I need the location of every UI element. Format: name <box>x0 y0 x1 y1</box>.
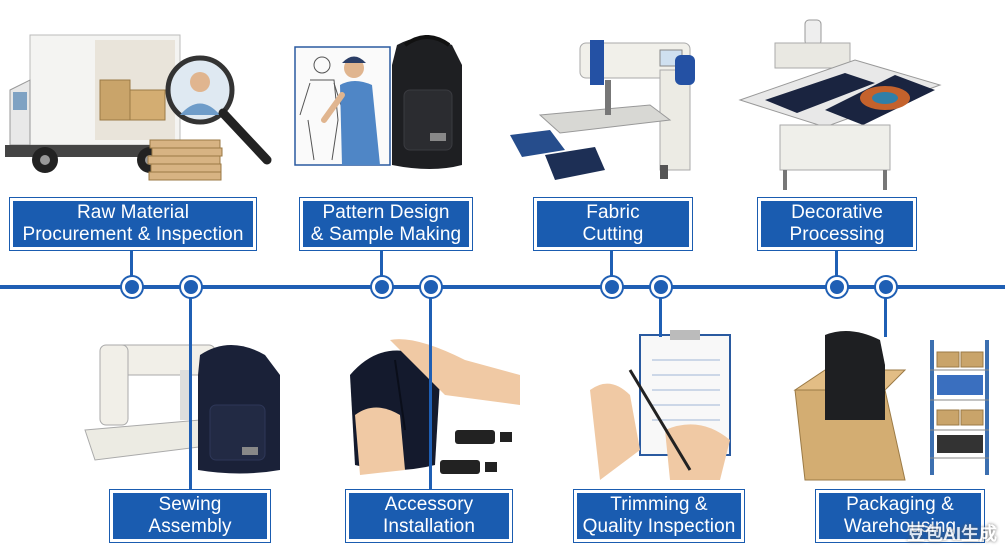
timeline-node <box>421 277 441 297</box>
step-label-line2: Quality Inspection <box>582 516 736 537</box>
timeline-node <box>602 277 622 297</box>
timeline-node <box>651 277 671 297</box>
connector-top-2 <box>380 246 383 284</box>
step-label-line1: Sewing <box>158 494 222 515</box>
truck-inspection-illustration <box>5 34 272 181</box>
step-label-line1: Accessory <box>384 494 474 515</box>
step-label-pattern-design: Pattern Design & Sample Making <box>300 198 472 250</box>
connector-bottom-2 <box>429 292 432 492</box>
accessory-installation-illustration <box>350 339 520 475</box>
pattern-design-illustration <box>294 35 462 169</box>
step-label-packaging-warehousing: Packaging & Warehousing <box>816 490 984 542</box>
connector-top-3 <box>610 246 613 284</box>
connector-bottom-4 <box>884 292 887 337</box>
timeline-node <box>372 277 392 297</box>
connector-top-1 <box>130 246 133 284</box>
process-timeline <box>0 285 1005 289</box>
step-label-line2: Processing <box>789 224 885 245</box>
quality-inspection-illustration <box>590 330 731 480</box>
step-label-fabric-cutting: Fabric Cutting <box>534 198 692 250</box>
timeline-node <box>876 277 896 297</box>
step-label-line1: Trimming & <box>610 494 708 515</box>
step-label-trimming-quality: Trimming & Quality Inspection <box>574 490 744 542</box>
step-label-line2: Warehousing <box>843 516 957 537</box>
timeline-node <box>827 277 847 297</box>
sewing-assembly-illustration <box>84 344 280 474</box>
step-label-sewing-assembly: Sewing Assembly <box>110 490 270 542</box>
connector-bottom-3 <box>659 292 662 337</box>
step-label-accessory-installation: Accessory Installation <box>346 490 512 542</box>
ai-watermark: 豆包AI生成 <box>907 524 997 544</box>
connector-top-4 <box>835 246 838 284</box>
step-label-line1: Raw Material <box>76 202 190 223</box>
timeline-node <box>122 277 142 297</box>
step-label-line1: Packaging & <box>846 494 954 515</box>
fabric-cutting-illustration <box>510 40 695 180</box>
step-label-line2: Installation <box>382 516 476 537</box>
step-label-line1: Fabric <box>586 202 640 223</box>
step-label-line1: Pattern Design <box>322 202 450 223</box>
step-label-line1: Decorative <box>791 202 883 223</box>
connector-bottom-1 <box>189 292 192 492</box>
timeline-node <box>181 277 201 297</box>
step-label-raw-material: Raw Material Procurement & Inspection <box>10 198 256 250</box>
decorative-processing-illustration <box>738 19 942 190</box>
step-label-line2: Procurement & Inspection <box>22 224 244 245</box>
step-label-line2: Cutting <box>582 224 644 245</box>
packaging-warehousing-illustration <box>793 331 989 481</box>
step-label-line2: & Sample Making <box>310 224 462 245</box>
step-label-line2: Assembly <box>148 516 232 537</box>
step-label-decorative-processing: Decorative Processing <box>758 198 916 250</box>
